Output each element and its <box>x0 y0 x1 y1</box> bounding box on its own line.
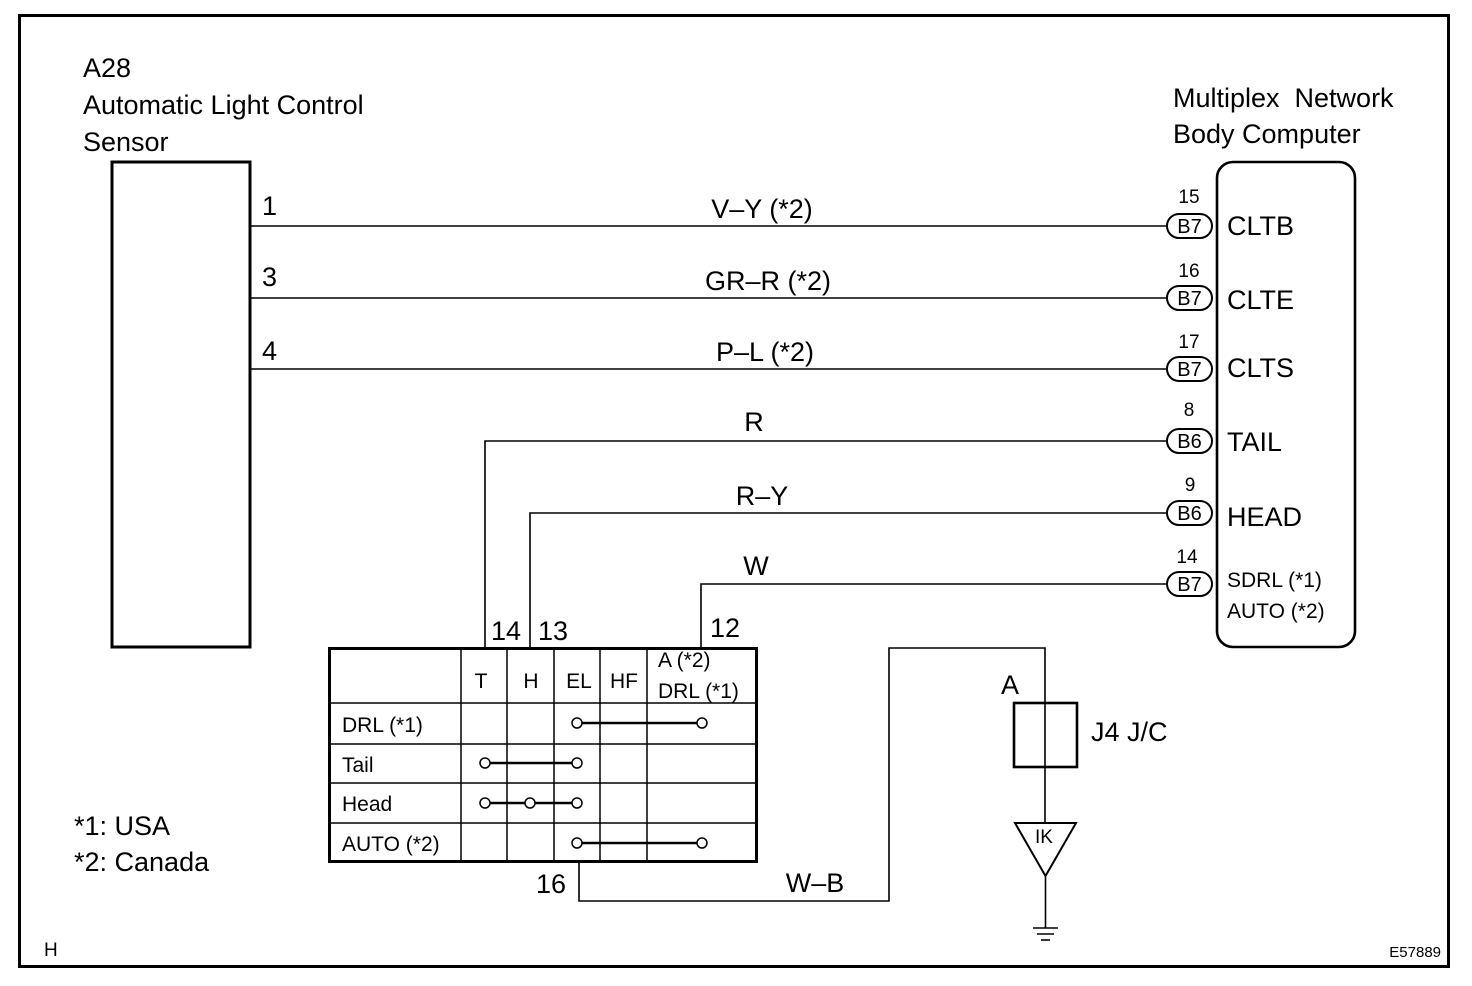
connector-label: B7 <box>1177 359 1201 381</box>
row-label: AUTO (*2) <box>342 833 440 856</box>
continuity-node <box>571 717 583 729</box>
computer-box <box>1215 160 1357 649</box>
row-label: Tail <box>342 754 374 777</box>
terminal-label: CLTS <box>1227 353 1294 383</box>
wire-cltb: 1 V–Y (*2) 15 B7 CLTB <box>251 187 1294 241</box>
terminal-label: CLTB <box>1227 211 1294 241</box>
computer-pin-label: 15 <box>1178 187 1199 208</box>
junction-box <box>1012 701 1079 769</box>
sensor-pin-label: 1 <box>262 191 277 221</box>
continuity-node <box>571 837 583 849</box>
wire-color-label: R <box>744 407 764 437</box>
wire-color-label: W–B <box>786 868 845 898</box>
connector-label: B6 <box>1177 503 1201 525</box>
wire-color-label: R–Y <box>736 481 789 511</box>
computer-name-line1: Multiplex Network <box>1173 83 1394 113</box>
computer-pin-label: 8 <box>1184 400 1195 421</box>
terminal-label: CLTE <box>1227 285 1294 315</box>
continuity-node <box>696 837 708 849</box>
figure-id: E57889 <box>1389 944 1441 961</box>
continuity-node <box>524 797 536 809</box>
connector-pill <box>1166 285 1213 311</box>
junction-connector: A J4 J/C <box>1001 670 1168 769</box>
junction-terminal-label: A <box>1001 670 1019 700</box>
connector-pill <box>1166 213 1213 239</box>
terminal-label: HEAD <box>1227 502 1302 532</box>
wire-ground: 16 W–B <box>536 647 1046 902</box>
computer-pin-label: 17 <box>1178 332 1199 353</box>
continuity-node <box>696 717 708 729</box>
connector-label: B7 <box>1177 574 1201 596</box>
terminal-label: TAIL <box>1227 427 1282 457</box>
row-label: DRL (*1) <box>342 714 423 737</box>
terminal-label-line2: AUTO (*2) <box>1227 600 1325 623</box>
connector-pill <box>1166 500 1213 526</box>
corner-label: H <box>44 940 58 961</box>
sensor-pin-label: 3 <box>262 262 277 292</box>
wire-line <box>484 440 1167 648</box>
continuity-node <box>479 797 491 809</box>
wire-color-label: P–L (*2) <box>716 337 814 367</box>
sensor-box <box>110 160 252 649</box>
sensor-name-line1: Automatic Light Control <box>83 90 364 120</box>
column-header-line1: A (*2) <box>658 649 711 672</box>
column-header: T <box>475 670 488 693</box>
footnote: *1: USA <box>74 811 170 841</box>
connector-pill <box>1166 428 1213 454</box>
computer-pin-label: 14 <box>1176 547 1198 568</box>
column-header: EL <box>566 670 592 693</box>
column-header-line2: DRL (*1) <box>658 680 739 703</box>
wire-line <box>700 583 1167 648</box>
wire-head: R–Y 9 B6 HEAD 13 <box>529 475 1302 648</box>
row-label: Head <box>342 793 392 816</box>
sensor-component: A28 Automatic Light Control Sensor <box>83 53 364 649</box>
switch-table: T H EL HF A (*2) DRL (*1) DRL (*1) Tail … <box>328 647 758 863</box>
sensor-code: A28 <box>83 53 131 83</box>
wire-clts: 4 P–L (*2) 17 B7 CLTS <box>251 332 1294 383</box>
switch-pin-label: 13 <box>538 616 568 646</box>
wire-line <box>578 647 1046 902</box>
ground-point: IK <box>1013 822 1078 941</box>
switch-pin-label: 16 <box>536 869 566 899</box>
connector-label: B6 <box>1177 431 1201 453</box>
connector-label: B7 <box>1177 288 1201 310</box>
connector-pill <box>1166 571 1213 597</box>
wire-color-label: V–Y (*2) <box>711 194 813 224</box>
terminal-label-line1: SDRL (*1) <box>1227 569 1322 592</box>
connector-label: B7 <box>1177 216 1201 238</box>
computer-pin-label: 16 <box>1178 261 1199 282</box>
wire-sdrl-auto: W 14 B7 SDRL (*1) AUTO (*2) 12 <box>700 547 1325 648</box>
diagram-frame <box>18 14 1450 968</box>
switch-pin-label: 12 <box>710 613 740 643</box>
footnote: *2: Canada <box>74 847 210 877</box>
ground-code: IK <box>1035 827 1053 848</box>
switch-pin-label: 14 <box>491 616 521 646</box>
connector-pill <box>1166 356 1213 382</box>
computer-name-line2: Body Computer <box>1173 119 1361 149</box>
continuity-node <box>571 757 583 769</box>
junction-name: J4 J/C <box>1091 717 1168 747</box>
continuity-node <box>479 757 491 769</box>
column-header: HF <box>610 670 638 693</box>
wire-clte: 3 GR–R (*2) 16 B7 CLTE <box>251 261 1294 315</box>
continuity-node <box>571 797 583 809</box>
computer-pin-label: 9 <box>1185 475 1196 496</box>
wire-color-label: GR–R (*2) <box>705 266 831 296</box>
column-header: H <box>523 670 538 693</box>
wire-line <box>529 512 1167 648</box>
wire-color-label: W <box>743 551 769 581</box>
switch-table-frame <box>328 647 758 863</box>
sensor-name-line2: Sensor <box>83 127 169 157</box>
ground-triangle <box>1013 822 1078 879</box>
computer-component: Multiplex Network Body Computer <box>1173 83 1394 649</box>
wire-tail: R 8 B6 TAIL 14 <box>484 400 1282 648</box>
sensor-pin-label: 4 <box>262 336 277 366</box>
